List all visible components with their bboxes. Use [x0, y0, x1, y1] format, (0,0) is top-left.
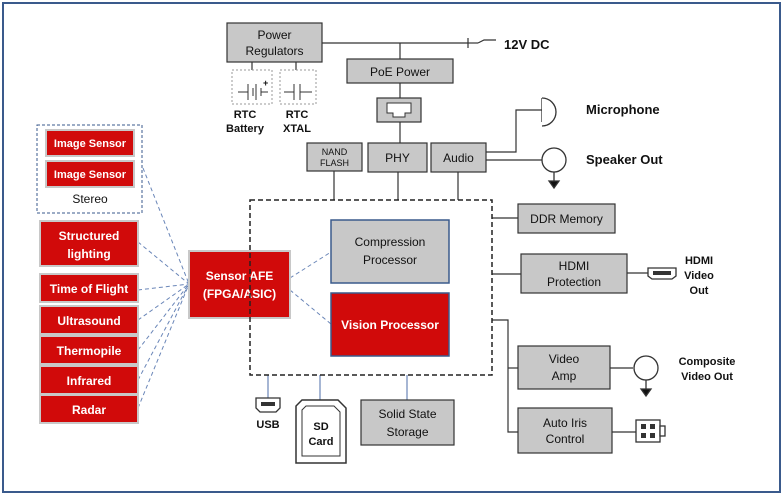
- time-of-flight-block: Time of Flight: [39, 273, 139, 303]
- solid-state-storage-label-1: Solid State: [378, 407, 436, 421]
- phy-label: PHY: [385, 151, 410, 165]
- stereo-group: [36, 124, 143, 214]
- wires: [251, 38, 648, 433]
- ethernet-port-icon: [376, 97, 422, 123]
- ultrasound-block: Ultrasound: [39, 305, 139, 335]
- compression-processor-label-2: Processor: [363, 253, 417, 267]
- compression-processor-label-1: Compression: [355, 235, 426, 249]
- hdmi-protection-block: HDMI Protection: [520, 253, 628, 294]
- rtc-battery-icon: [231, 69, 273, 105]
- power-regulators-label-1: Power: [257, 28, 291, 42]
- compression-processor-block: Compression Processor: [330, 219, 450, 284]
- rtc-battery-plus: +: [263, 78, 268, 88]
- solid-state-storage-label-2: Storage: [386, 425, 428, 439]
- ultrasound-label: Ultrasound: [57, 314, 120, 328]
- usb-label: USB: [256, 419, 279, 431]
- sd-card-label-1: SD: [313, 421, 328, 433]
- poe-power-label: PoE Power: [370, 65, 430, 79]
- microphone-icon: [541, 97, 557, 127]
- sensor-afe-label-1: Sensor AFE: [206, 269, 274, 283]
- iris-connector-icon: [635, 419, 666, 443]
- video-amp-label-1: Video: [549, 352, 580, 366]
- auto-iris-control-block: Auto Iris Control: [517, 407, 613, 454]
- nand-flash-block: NAND FLASH: [306, 142, 363, 172]
- usb-port-icon: [255, 397, 281, 413]
- video-amp-label-2: Amp: [552, 369, 577, 383]
- speaker-out-label: Speaker Out: [586, 152, 663, 167]
- audio-label: Audio: [443, 151, 474, 165]
- hdmi-video-out-label-1: HDMI: [685, 255, 713, 267]
- microphone-label: Microphone: [586, 102, 660, 117]
- hdmi-protection-label-1: HDMI: [559, 259, 590, 273]
- time-of-flight-label: Time of Flight: [50, 282, 128, 296]
- storage-links: [267, 375, 408, 400]
- infrared-label: Infrared: [67, 374, 112, 388]
- hdmi-video-out-label-3: Out: [690, 285, 709, 297]
- image-sensor-2-label: Image Sensor: [54, 169, 127, 181]
- thermopile-block: Thermopile: [39, 335, 139, 365]
- rtc-xtal-label-1: RTC: [286, 109, 309, 121]
- radar-label: Radar: [72, 403, 106, 417]
- auto-iris-control-label-1: Auto Iris: [543, 416, 587, 430]
- speaker-icon: [541, 147, 567, 190]
- image-sensor-1-block: Image Sensor: [45, 129, 135, 157]
- vision-processor-label: Vision Processor: [341, 318, 439, 332]
- ddr-memory-label: DDR Memory: [530, 212, 603, 226]
- hdmi-protection-label-2: Protection: [547, 275, 601, 289]
- power-regulators-label-2: Regulators: [245, 44, 303, 58]
- sensor-links: [137, 167, 332, 409]
- nand-flash-label-1: NAND: [322, 147, 348, 157]
- power-regulators-block: Power Regulators: [226, 22, 323, 63]
- dc-input-label: 12V DC: [504, 37, 550, 52]
- sd-card-icon: [295, 399, 347, 464]
- structured-lighting-label-1: Structured: [59, 229, 120, 243]
- phy-block: PHY: [367, 142, 428, 173]
- vision-processor-block: Vision Processor: [330, 292, 450, 357]
- audio-block: Audio: [430, 142, 487, 173]
- hdmi-connector-icon: [647, 267, 677, 280]
- rtc-battery-label-1: RTC: [234, 109, 257, 121]
- composite-video-jack-icon: [633, 355, 659, 398]
- soc-boundary: [249, 199, 493, 376]
- radar-block: Radar: [39, 394, 139, 424]
- ddr-memory-block: DDR Memory: [517, 203, 616, 234]
- video-amp-block: Video Amp: [517, 345, 611, 390]
- composite-video-out-label-2: Video Out: [681, 371, 733, 383]
- auto-iris-control-label-2: Control: [546, 432, 585, 446]
- nand-flash-label-2: FLASH: [320, 158, 349, 168]
- structured-lighting-label-2: lighting: [67, 247, 110, 261]
- rtc-xtal-icon: [279, 69, 317, 105]
- poe-power-block: PoE Power: [346, 58, 454, 84]
- sensor-afe-label-2: (FPGA/ASIC): [203, 287, 276, 301]
- image-sensor-1-label: Image Sensor: [54, 138, 127, 150]
- composite-video-out-label-1: Composite: [679, 356, 736, 368]
- sensor-afe-block: Sensor AFE (FPGA/ASIC): [188, 250, 291, 319]
- hdmi-video-out-label-2: Video: [684, 270, 714, 282]
- structured-lighting-block: Structured lighting: [39, 220, 139, 267]
- sd-card-label-2: Card: [308, 436, 333, 448]
- rtc-xtal-label-2: XTAL: [283, 123, 311, 135]
- infrared-block: Infrared: [39, 365, 139, 395]
- rtc-battery-label-2: Battery: [226, 123, 265, 135]
- stereo-label: Stereo: [72, 192, 108, 206]
- thermopile-label: Thermopile: [57, 344, 122, 358]
- image-sensor-2-block: Image Sensor: [45, 160, 135, 188]
- solid-state-storage-block: Solid State Storage: [360, 399, 455, 446]
